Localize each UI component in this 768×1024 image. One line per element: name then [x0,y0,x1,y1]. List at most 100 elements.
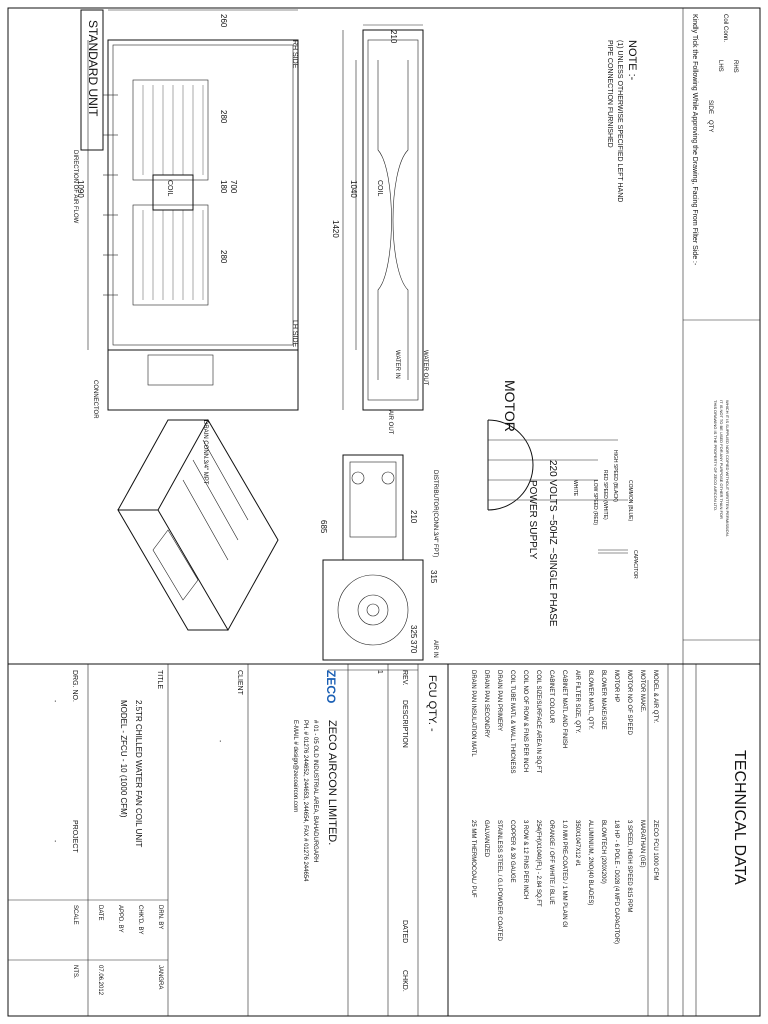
standard-unit-box [80,9,104,151]
motor-label: MOTOR [502,380,518,432]
note-title: NOTE :- [626,40,638,81]
capacitor-label: CAPACITOR [632,550,638,579]
project-label: PROJECT [71,820,78,853]
rh-side-label: RH SIDE [291,40,298,69]
drain-conn-label: DRAIN CONN.3/4" MPT [202,420,208,485]
distributor-label: DISTRIBUTOR(CONN.3/4" FPT) [432,470,438,558]
technical-rows: MODEL & AIR QTY.ZECO FCU 1000 CFM MOTOR … [463,670,658,1010]
dim-base-370: 370 [409,640,418,654]
note-line2: PIPE CONNECTION FURNISHED [606,40,613,148]
technical-title: TECHNICAL DATA [731,750,748,885]
title-block-grid [8,664,419,1016]
common-label: COMMON (BLUE) [627,480,633,522]
title-block-frame [7,663,449,1017]
fcu-qty: FCU QTY. - [426,675,438,732]
drg-no-label: DRG. NO. [71,670,78,702]
tech-row: MOTOR MAKE.MARATHAN (GE) [639,670,645,868]
water-in-label: WATER IN [394,350,400,379]
scale-value: NTS. [72,965,78,979]
dim-end-depth: 315 [429,570,438,584]
dated-label: DATED [401,920,408,944]
disclaimer-3: WHICH IT IS SUPPLIED NOR COPIED WITHOUT … [725,400,730,537]
drn-by-label: DRN. BY [157,905,163,930]
coil-label: COIL [376,180,383,197]
tech-row: MODEL & AIR QTY.ZECO FCU 1000 CFM [652,670,658,881]
drn-by-value: JANGRA [157,965,163,990]
drg-no-value: - [51,700,58,703]
standard-unit-label: STANDARD UNIT [86,20,100,117]
date-value: 07.06.2012 [97,965,103,996]
company-name: ZECO AIRCON LIMITED. [326,720,338,846]
rhs-label: RHS [732,60,738,73]
title-line2: MODEL - ZFCU - 10 (1000 CFM) [119,700,128,818]
water-out-label: WATER OUT [422,350,428,386]
dim-end-width: 210 [409,510,418,524]
dim-side-depth: 210 [389,30,398,44]
coil-top-label: COIL [166,180,173,197]
tick-instruction: Kindly Tick the Following While Approvin… [691,14,698,266]
appd-by-label: APPD. BY [117,905,123,933]
dim-end-height: 685 [319,520,328,534]
disclaimer-1: THIS DRAWING IS THE PROPERTY OF ZECO AIR… [713,400,718,512]
description-label: DESCRIPTION [401,700,408,748]
rev-label: REV. [401,670,408,686]
lhs-label: LHS [717,60,723,72]
dim-top-height: 1090 [76,180,85,198]
scale-label: SCALE [72,905,78,925]
motor-wiring [487,419,628,554]
dim-top-width: 260 [219,14,228,28]
client-value: - [216,740,223,743]
note-line1: (1) UNLESS OTHERWISE SPECIFIED LEFT HAND [616,40,623,203]
disclaimer-2: IT IS NOT TO BE USED FOR ANY PURPOSE OTH… [719,400,724,519]
plan-view [87,9,299,411]
isometric-view [117,418,279,632]
red-label: RED SPEED (WHITE) [602,470,608,520]
tech-row: AIR FILTER SIZE, QTY.350X1047X12 #1 [574,670,580,867]
dim-side-total: 1420 [331,220,340,238]
dim-gap-upper: 280 [219,110,228,124]
white-label: WHITE [572,480,578,497]
dim-side-coil: 1040 [349,180,358,198]
tech-row: BLOWER MATL, QTY.ALUMINIUM, 2NO(40 BLADE… [587,670,593,906]
power-supply-label: POWER SUPPLY [527,480,538,560]
voltage-label: 220 VOLTS ~50HZ ~SINGLE PHASE [547,460,558,627]
qty-label: QTY [707,120,713,133]
rev-no: 1 [376,670,383,674]
lh-side-label: LH SIDE [291,320,298,348]
company-phone: PH. # 01276 244652, 244653, 244654, FAX … [302,720,308,882]
title-label: TITLE [156,670,163,690]
connector-label: CONNECTOR [92,380,98,419]
air-out-label: AIR OUT [387,410,393,435]
project-value: - [51,840,58,843]
company-logo: ZECO [324,670,338,704]
date-label: DATE [97,905,103,921]
client-label: CLIENT [236,670,243,695]
chkd-by-label: CHK'D. BY [137,905,143,935]
side-view [342,24,424,411]
coil-conn-label: Coil Conn. [722,14,728,43]
dim-base-325: 325 [409,625,418,639]
title-line1: 2.5TR CHILLED WATER FAN COIL UNIT [134,700,143,848]
chkd-label: CHKD. [401,970,408,992]
low-label: LOW SPEED (RED) [592,480,598,526]
dim-gap-mid1: 180 [219,180,228,194]
high-label: HIGH SPEED (BLACK) [612,450,618,502]
end-view [322,454,424,671]
side-label: SIDE [707,100,713,115]
dim-gap-lower: 280 [219,250,228,264]
air-in-label: AIR IN [432,640,438,658]
company-email: E-MAIL # design@zecoaircon.com [292,720,298,813]
dim-gap-mid2: 700 [229,180,238,194]
